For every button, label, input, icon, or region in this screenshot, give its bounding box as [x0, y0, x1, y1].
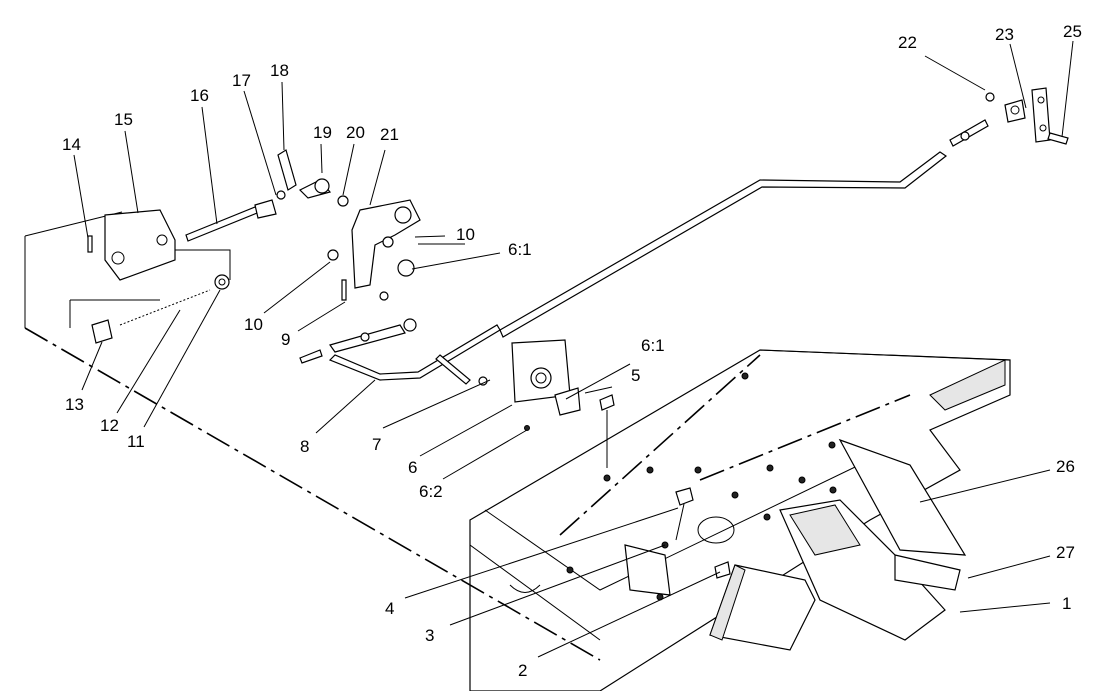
leader-lines: [73, 40, 1074, 658]
callout-11: 11: [127, 432, 145, 451]
callout-20: 20: [346, 123, 365, 142]
callout-15: 15: [114, 110, 133, 129]
callout-6-2: 6:2: [419, 482, 443, 501]
lower-link-rod: [299, 318, 488, 386]
threaded-rod: [185, 190, 286, 242]
callout-14: 14: [62, 135, 81, 154]
callout-23: 23: [995, 25, 1014, 44]
pivot-plate: [511, 339, 581, 431]
spring-assembly: [87, 209, 230, 344]
linkage-hardware: [277, 149, 421, 301]
callout-6: 6: [408, 458, 417, 477]
callout-10-lower: 10: [244, 315, 263, 334]
callout-1: 1: [1062, 594, 1071, 613]
callout-5: 5: [631, 366, 640, 385]
callout-22: 22: [898, 33, 917, 52]
callout-3: 3: [425, 626, 434, 645]
callout-6-1-upper: 6:1: [508, 240, 532, 259]
frame-assembly: [469, 349, 1011, 691]
callout-2: 2: [518, 661, 527, 680]
callout-12: 12: [100, 416, 119, 435]
foot-pedal: [779, 438, 967, 641]
callout-10-upper: 10: [456, 225, 475, 244]
fastener-hardware: [599, 394, 731, 579]
callout-labels: 1 2 3 4 5 6 6:1 6:1 6:2 7 8 9 10 10 11 1…: [62, 22, 1082, 680]
callout-16: 16: [190, 86, 209, 105]
callout-26: 26: [1056, 457, 1075, 476]
callout-25: 25: [1063, 22, 1082, 41]
callout-7: 7: [372, 435, 381, 454]
end-linkage: [949, 87, 1069, 147]
callout-6-1-lower: 6:1: [641, 336, 665, 355]
callout-9: 9: [281, 330, 290, 349]
control-rod: [328, 151, 948, 381]
callout-8: 8: [300, 437, 309, 456]
callout-27: 27: [1056, 543, 1075, 562]
callout-13: 13: [65, 395, 84, 414]
callout-19: 19: [313, 123, 332, 142]
callout-21: 21: [380, 125, 399, 144]
callout-18: 18: [270, 61, 289, 80]
callout-17: 17: [232, 71, 251, 90]
pedal-bracket: [624, 544, 816, 651]
callout-4: 4: [385, 599, 394, 618]
